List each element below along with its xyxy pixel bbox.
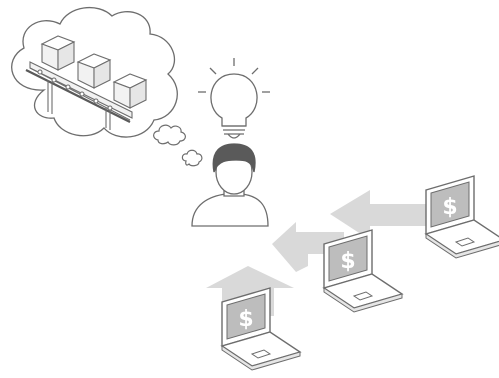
laptop-icon: $ [322,229,404,313]
laptop-icon: $ [220,287,302,371]
dollar-sign-icon: $ [442,195,457,220]
box-icon [76,53,112,89]
laptop-icon: $ [424,175,499,259]
dollar-sign-icon: $ [340,249,355,274]
arrow-icon [330,190,432,240]
dollar-sign-icon: $ [238,307,253,332]
box-icon [112,73,148,109]
arrow-icon [272,222,344,272]
lightbulb-icon [198,58,270,139]
conveyor-belt-icon [25,61,133,130]
thought-cloud-icon [11,6,203,167]
person-icon [191,143,269,227]
box-icon [40,35,76,71]
